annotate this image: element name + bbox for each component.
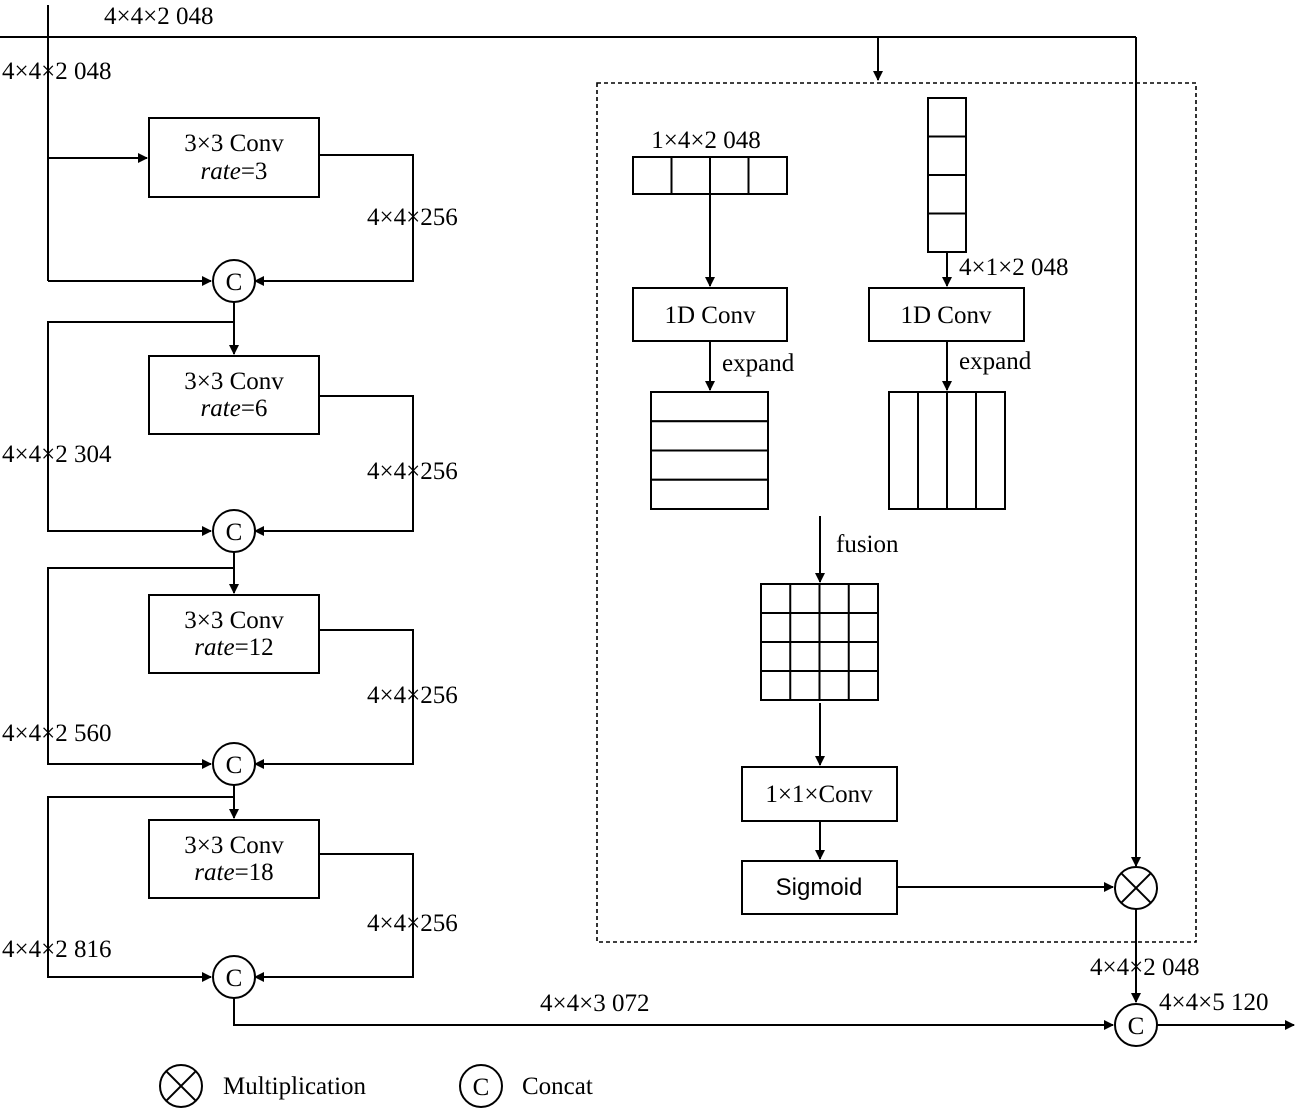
branch-4-out-label: 4×4×256: [367, 910, 458, 937]
conv-branch-3-title: 3×3 Conv: [184, 607, 284, 634]
concat-3-dim-label: 4×4×2 816: [2, 936, 111, 963]
concat-node-1-label: C: [226, 269, 243, 296]
concat-1-dim-label: 4×4×2 304: [2, 441, 112, 468]
conv1d-left-label: 1D Conv: [665, 302, 756, 329]
aspp-out-label: 4×4×3 072: [540, 990, 649, 1017]
legend-concat-label: Concat: [522, 1073, 593, 1100]
skip-line-4: [47, 796, 234, 982]
sigmoid-box: [741, 860, 898, 915]
conv-branch-1-title: 3×3 Conv: [184, 130, 284, 157]
final-out-label: 4×4×5 120: [1159, 989, 1268, 1016]
row-pool-label: 1×4×2 048: [651, 127, 760, 154]
conv-branch-3-rate: rate=12: [194, 634, 273, 661]
branch-1-out-label: 4×4×256: [367, 204, 458, 231]
col-pool-vector: [927, 97, 967, 253]
branch-2-out-label: 4×4×256: [367, 458, 458, 485]
conv1d-right-box: [868, 287, 1025, 342]
legend-multiplication-label: Multiplication: [223, 1073, 367, 1100]
conv1x1-box: [741, 766, 898, 822]
concat-node-4-label: C: [226, 965, 243, 992]
skip-line-3: [47, 567, 234, 769]
top-input-label: 4×4×2 048: [104, 3, 213, 30]
sigmoid-label: Sigmoid: [776, 874, 863, 901]
branch-2-output-line: [254, 395, 414, 536]
conv-branch-4-rate: rate=18: [194, 859, 273, 886]
multiplication-node: [1114, 866, 1158, 910]
concat-node-2-label: C: [226, 519, 243, 546]
attention-out-label: 4×4×2 048: [1090, 954, 1199, 981]
conv-branch-2-title: 3×3 Conv: [184, 368, 284, 395]
conv-branch-4-box: [148, 819, 320, 899]
attention-module-border: [596, 82, 1197, 943]
concat-2-dim-label: 4×4×2 560: [2, 720, 111, 747]
col-pool-label: 4×1×2 048: [959, 254, 1068, 281]
conv-branch-1-box: [148, 117, 320, 198]
fused-grid: [760, 583, 879, 701]
final-concat-label: C: [1128, 1013, 1145, 1040]
concat-node-3-label: C: [226, 752, 243, 779]
expanded-col-map: [888, 391, 1006, 510]
conv-branch-4-title: 3×3 Conv: [184, 832, 284, 859]
expand-left-label: expand: [722, 350, 795, 377]
conv-branch-2-rate: rate=6: [201, 395, 268, 422]
conv1d-right-label: 1D Conv: [901, 302, 992, 329]
skip-line-2: [47, 321, 234, 536]
branch-3-output-line: [254, 629, 414, 769]
branch-4-output-line: [254, 853, 414, 982]
fusion-label: fusion: [836, 531, 899, 558]
expanded-row-map: [650, 391, 769, 510]
branch-1-output-line: [254, 154, 414, 286]
conv-branch-2-box: [148, 355, 320, 435]
legend-multiplication-icon: [159, 1064, 203, 1108]
expand-right-label: expand: [959, 348, 1032, 375]
left-input-label: 4×4×2 048: [2, 58, 111, 85]
branch-3-out-label: 4×4×256: [367, 682, 458, 709]
row-pool-vector: [632, 156, 788, 195]
legend-concat-symbol: C: [473, 1074, 490, 1101]
conv-branch-1-rate: rate=3: [201, 158, 268, 185]
aspp-output-line: [233, 998, 1114, 1030]
conv1x1-label: 1×1×Conv: [765, 781, 873, 808]
conv-branch-3-box: [148, 594, 320, 674]
legend-concat-icon: [459, 1064, 503, 1108]
